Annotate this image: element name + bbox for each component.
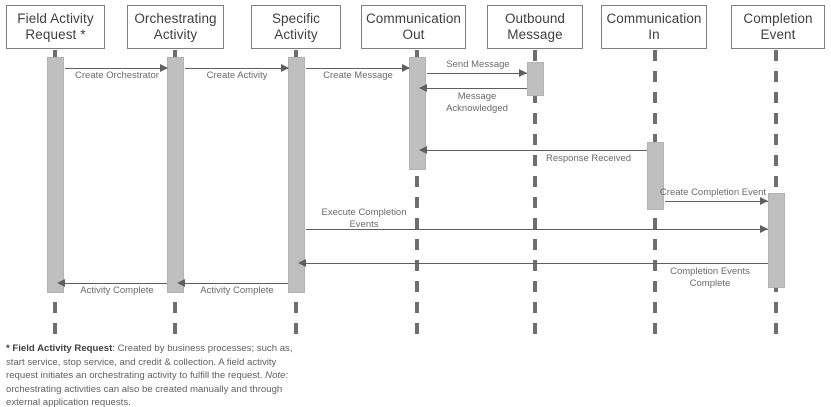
message-line-create-completion-event bbox=[665, 201, 768, 202]
lifeline-header-orchestrating-activity[interactable]: Orchestrating Activity bbox=[127, 5, 224, 49]
message-label-create-message: Create Message bbox=[323, 70, 393, 81]
footnote-body: : Created by business processes; such as… bbox=[6, 343, 293, 382]
message-line-activity-complete-to-request bbox=[65, 283, 167, 284]
lifeline-label-communication-out: Communication Out bbox=[365, 11, 462, 42]
lifeline-label-completion-event: Completion Event bbox=[743, 11, 813, 42]
message-label-create-activity: Create Activity bbox=[206, 70, 268, 81]
message-label-response-received: Response Received bbox=[546, 153, 632, 164]
footnote-note-body: orchestrating activities can also be cre… bbox=[6, 383, 283, 407]
arrow-head-execute-completion-events bbox=[760, 225, 768, 233]
lifeline-dash-communication-out bbox=[415, 50, 419, 335]
message-line-create-message bbox=[306, 68, 409, 69]
arrow-head-send-message bbox=[519, 69, 527, 77]
message-label-execute-completion-events: Execute Completion Events bbox=[321, 207, 407, 230]
activation-bar-field-activity-request bbox=[47, 57, 64, 293]
lifeline-label-orchestrating-activity: Orchestrating Activity bbox=[134, 11, 217, 42]
lifeline-header-communication-in[interactable]: Communication In bbox=[601, 5, 707, 49]
footnote-note-label: Note: bbox=[265, 370, 289, 382]
footnote-term: Field Activity Request bbox=[12, 343, 113, 354]
arrow-head-activity-complete-to-request bbox=[57, 279, 65, 287]
arrow-head-create-activity bbox=[281, 64, 289, 72]
lifeline-dash-completion-event bbox=[774, 50, 778, 335]
message-label-create-completion-event: Create Completion Event bbox=[659, 187, 767, 198]
activation-bar-communication-in bbox=[647, 142, 664, 210]
lifeline-header-outbound-message[interactable]: Outbound Message bbox=[487, 5, 583, 49]
message-label-completion-events-complete: Completion Events Complete bbox=[670, 266, 750, 289]
lifeline-header-completion-event[interactable]: Completion Event bbox=[731, 5, 825, 49]
arrow-head-create-message bbox=[402, 64, 410, 72]
arrow-head-create-completion-event bbox=[760, 197, 768, 205]
lifeline-header-communication-out[interactable]: Communication Out bbox=[361, 5, 466, 49]
activation-bar-completion-event bbox=[768, 193, 785, 288]
arrow-head-message-acknowledged bbox=[419, 84, 427, 92]
message-label-message-acknowledged: Message Acknowledged bbox=[446, 91, 508, 114]
activation-bar-specific-activity bbox=[288, 57, 305, 293]
arrow-head-create-orchestrator bbox=[160, 64, 168, 72]
lifeline-label-field-activity-request: Field Activity Request * bbox=[17, 11, 94, 42]
arrow-head-completion-events-complete bbox=[298, 259, 306, 267]
footnote: * Field Activity Request: Created by bus… bbox=[6, 342, 306, 407]
message-label-activity-complete-to-orchestrating: Activity Complete bbox=[200, 285, 274, 296]
activation-bar-outbound-message bbox=[527, 62, 544, 96]
message-line-send-message bbox=[427, 73, 527, 74]
message-label-create-orchestrator: Create Orchestrator bbox=[75, 70, 159, 81]
message-line-create-activity bbox=[185, 68, 288, 69]
lifeline-dash-outbound-message bbox=[533, 50, 537, 335]
message-line-activity-complete-to-orchestrating bbox=[185, 283, 288, 284]
message-line-completion-events-complete bbox=[306, 263, 768, 264]
lifeline-header-specific-activity[interactable]: Specific Activity bbox=[251, 5, 341, 49]
lifeline-header-field-activity-request[interactable]: Field Activity Request * bbox=[6, 5, 105, 49]
message-label-send-message: Send Message bbox=[446, 59, 510, 70]
message-label-activity-complete-to-request: Activity Complete bbox=[80, 285, 154, 296]
lifeline-label-communication-in: Communication In bbox=[606, 11, 702, 42]
message-line-message-acknowledged bbox=[427, 88, 527, 89]
message-line-create-orchestrator bbox=[65, 68, 167, 69]
message-line-response-received bbox=[427, 150, 647, 151]
lifeline-label-outbound-message: Outbound Message bbox=[504, 11, 566, 42]
activation-bar-orchestrating-activity bbox=[167, 57, 184, 293]
lifeline-label-specific-activity: Specific Activity bbox=[271, 11, 321, 42]
arrow-head-response-received bbox=[419, 146, 427, 154]
arrow-head-activity-complete-to-orchestrating bbox=[177, 279, 185, 287]
footnote-marker: * bbox=[6, 343, 10, 354]
message-line-execute-completion-events bbox=[306, 229, 768, 230]
